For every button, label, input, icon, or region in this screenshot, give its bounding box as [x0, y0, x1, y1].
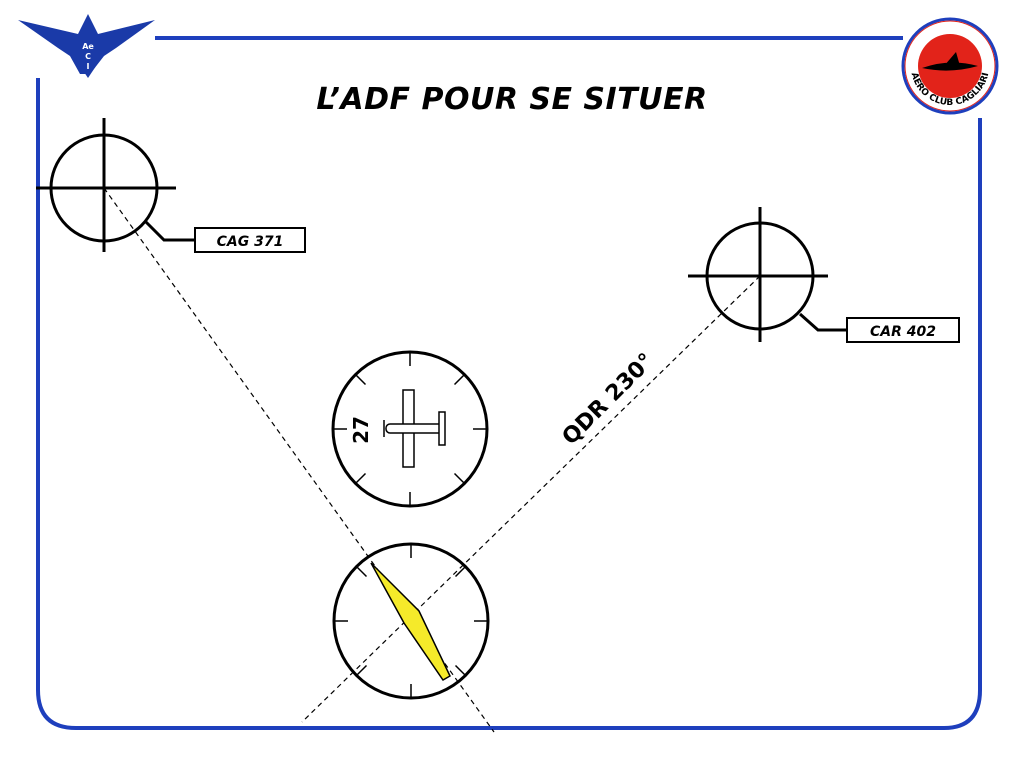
slide-title: L’ADF POUR SE SITUER	[316, 82, 708, 117]
beacon-cag-symbol	[36, 118, 194, 252]
logo-bird-icon	[922, 52, 978, 71]
aircraft-icon	[383, 389, 446, 468]
heading-label: 27	[349, 416, 373, 444]
aircraft-fuselage	[385, 423, 445, 434]
aero-club-cagliari-logo: AERO CLUB CAGLIARI	[901, 17, 999, 115]
heading-indicator	[331, 350, 489, 508]
heading-indicator-ticks	[333, 352, 487, 506]
beacon-cag-label: CAG 371	[194, 227, 306, 253]
beacon-car-leader	[799, 312, 846, 332]
aircraft-tail	[438, 411, 446, 446]
adf-ticks	[334, 544, 488, 698]
aeci-logo: Ae C I	[18, 14, 155, 78]
adf-needle	[370, 562, 451, 681]
aeci-logo-letter-c: C	[85, 52, 91, 61]
bearing-line-cag	[103, 187, 495, 733]
frame-body	[36, 78, 982, 730]
aeci-logo-letter-ae: Ae	[82, 42, 94, 51]
beacon-car-symbol	[688, 207, 846, 342]
radial-label: QDR 230°	[558, 349, 659, 450]
bearing-line-car	[301, 275, 761, 723]
slide-frame	[36, 36, 982, 730]
bearing-lines	[103, 187, 761, 733]
aeci-logo-letter-i: I	[87, 62, 90, 71]
adf-indicator	[332, 542, 490, 700]
beacon-car-label: CAR 402	[846, 317, 960, 343]
aeci-logo-shield	[76, 34, 100, 78]
beacon-cag-leader	[144, 220, 194, 242]
logo-accent-ring	[904, 20, 996, 112]
